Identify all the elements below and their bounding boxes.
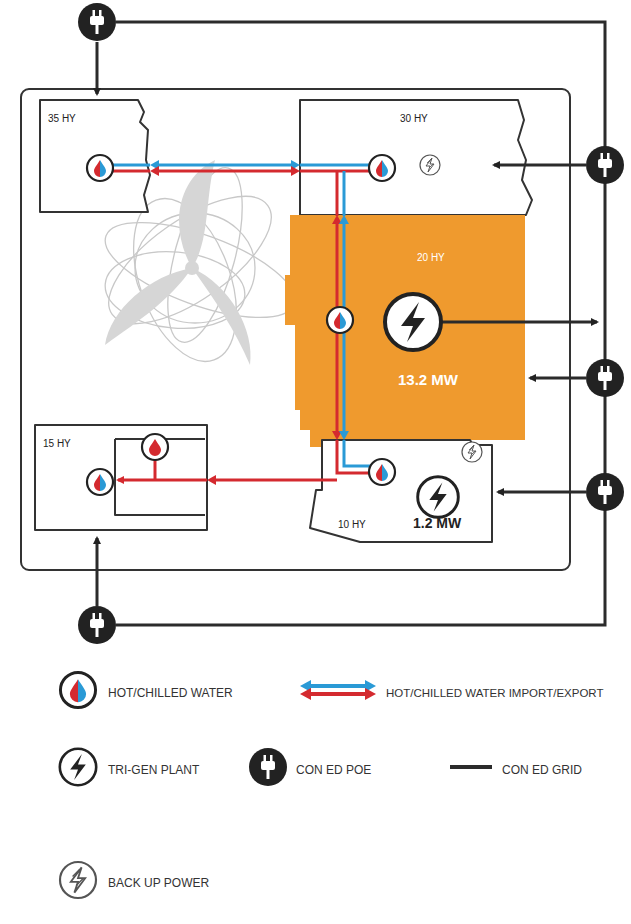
building-shape — [300, 100, 532, 215]
capacity-label: 13.2 MW — [398, 371, 458, 388]
pipe-line — [215, 479, 310, 482]
con-ed-grid — [97, 22, 605, 625]
text-holder: 35 HY — [48, 108, 76, 126]
pipe-arrowhead — [291, 166, 300, 176]
text-holder: 10 HY — [338, 514, 366, 532]
water-pipe — [150, 160, 300, 176]
legend-text: TRI-GEN PLANT — [108, 764, 199, 778]
legend-text: HOT/CHILLED WATER IMPORT/EXPORT — [386, 687, 603, 700]
building-label: 30 HY — [400, 113, 428, 125]
building-shape — [40, 100, 150, 212]
building-label: 35 HY — [48, 113, 76, 125]
text-holder: BACK UP POWER — [108, 873, 209, 891]
building-shape — [35, 425, 207, 530]
text-holder: 20 HY — [417, 247, 445, 265]
text-holder: HOT/CHILLED WATER — [108, 683, 233, 701]
building-footprint: 30 HY — [300, 100, 532, 215]
legend-text: HOT/CHILLED WATER — [108, 687, 233, 701]
legend-text: CON ED POE — [296, 764, 371, 778]
building-label: 20 HY — [417, 252, 445, 264]
building-outline — [310, 440, 492, 542]
building-shape — [310, 440, 492, 542]
legend-text: CON ED GRID — [502, 764, 582, 778]
building-footprint: 10 HY 1.2 MW — [310, 440, 492, 542]
building-footprint: 15 HY — [35, 425, 207, 533]
building-shape — [285, 215, 525, 447]
legend-text: BACK UP POWER — [108, 877, 209, 891]
building-label: 10 HY — [338, 519, 366, 531]
pipe-arrowhead — [207, 475, 216, 485]
pipe-line — [158, 170, 292, 173]
pipe-arrowhead — [150, 166, 159, 176]
text-holder: 15 HY — [43, 433, 71, 451]
text-holder: CON ED GRID — [502, 760, 582, 778]
text-holder: CON ED POE — [296, 760, 371, 778]
text-holder: 1.2 MW — [413, 514, 461, 532]
text-holder: TRI-GEN PLANT — [108, 760, 199, 778]
building-outline — [285, 215, 525, 447]
capacity-label: 1.2 MW — [413, 515, 461, 531]
text-holder: HOT/CHILLED WATER IMPORT/EXPORT — [386, 683, 603, 701]
text-holder: 30 HY — [400, 108, 428, 126]
building-label: 15 HY — [43, 438, 71, 450]
water-pipe — [207, 475, 310, 485]
con-ed-poe — [78, 3, 624, 644]
building-footprint: 20 HY 13.2 MW — [285, 215, 525, 447]
text-holder: 13.2 MW — [398, 371, 458, 389]
pipe-line — [158, 164, 292, 167]
site-boundary — [21, 89, 570, 570]
legend-samples — [60, 672, 492, 898]
building-footprint: 35 HY — [40, 100, 150, 212]
